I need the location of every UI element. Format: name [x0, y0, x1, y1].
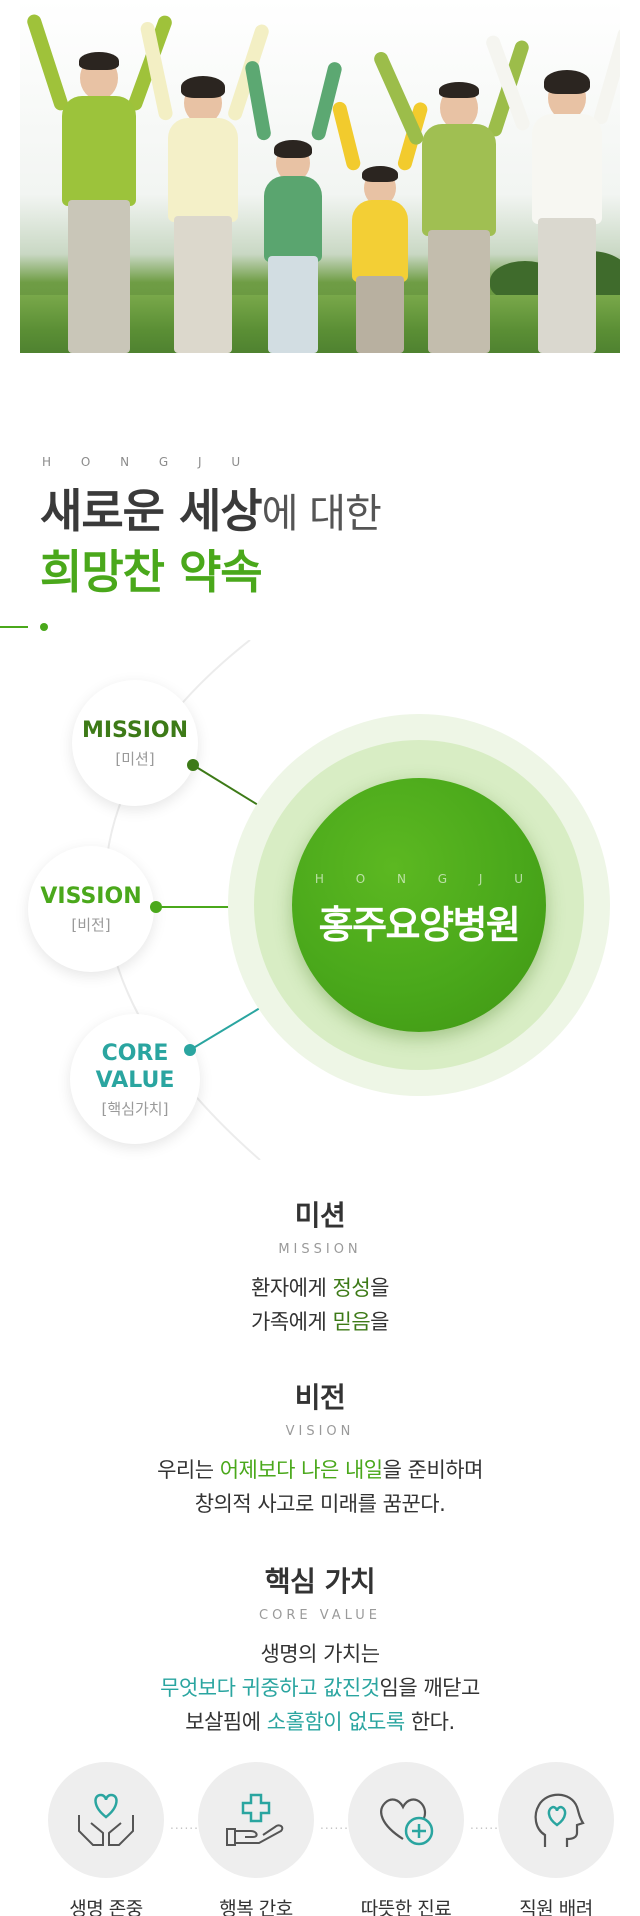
vision-dot [150, 901, 162, 913]
vision-text: 우리는 [157, 1458, 220, 1482]
person-figure [484, 0, 620, 353]
core-highlight: 소홀함이 없도록 [266, 1710, 405, 1734]
mission-highlight: 믿음 [332, 1310, 371, 1334]
value-label: 행복 간호 [219, 1898, 293, 1916]
section-headline: 새로운 세상에 대한 희망찬 약속 [40, 482, 382, 601]
center-circle: H O N G J U 홍주요양병원 [292, 778, 546, 1032]
vision-node-en: VISSION [40, 884, 142, 909]
vision-highlight: 어제보다 나은 내일 [219, 1458, 383, 1482]
accent-dot [40, 623, 48, 631]
value-item-warm-care: 따뜻한 진료 [348, 1762, 464, 1916]
person-figure [371, 0, 531, 353]
section-eyebrow: H O N G J U [42, 455, 254, 469]
value-icon-circle [48, 1762, 164, 1878]
headline-line-2: 희망찬 약속 [40, 545, 263, 599]
value-icon-circle [348, 1762, 464, 1878]
core-dot [184, 1044, 196, 1056]
core-node-en-2: VALUE [95, 1068, 175, 1093]
vision-text: 을 준비하며 [382, 1458, 484, 1482]
core-value-description: 생명의 가치는 무엇보다 귀중하고 값진것임을 깨닫고 보살핌에 소홀함이 없도… [0, 1637, 640, 1739]
core-node-en-1: CORE [101, 1041, 169, 1066]
vision-description: 우리는 어제보다 나은 내일을 준비하며 창의적 사고로 미래를 꿈꾼다. [0, 1453, 640, 1521]
vision-title: 비전 [294, 1381, 346, 1414]
mission-description: 환자에게 정성을 가족에게 믿음을 [0, 1271, 640, 1339]
core-values-icons: 생명 존중 ......... 행복 간호 ......... 따뜻한 진료 .… [0, 1762, 640, 1916]
core-text: 임을 깨닫고 [379, 1676, 481, 1700]
mission-text: 가족에게 [251, 1310, 333, 1334]
heart-plus-icon [380, 1798, 434, 1846]
headline-light: 에 대한 [261, 491, 382, 537]
value-label: 따뜻한 진료 [360, 1898, 452, 1916]
mission-subtitle: MISSION [278, 1242, 362, 1257]
vision-node: VISSION [비전] [28, 846, 154, 972]
mission-text: 을 [370, 1310, 389, 1334]
person-figure [25, 0, 174, 353]
mission-text: 을 [370, 1276, 389, 1300]
value-item-staff-care: 직원 배려 [498, 1762, 614, 1916]
center-eyebrow: H O N G J U [314, 872, 538, 886]
core-value-subtitle: CORE VALUE [259, 1608, 381, 1623]
core-value-section: 핵심 가치 CORE VALUE 생명의 가치는 무엇보다 귀중하고 값진것임을… [0, 1560, 640, 1739]
heart-hands-icon [78, 1793, 134, 1846]
vision-text: 창의적 사고로 미래를 꿈꾼다. [194, 1492, 446, 1516]
hero-family-photo [20, 0, 620, 353]
core-text: 생명의 가치는 [260, 1642, 380, 1666]
mission-title: 미션 [294, 1199, 346, 1232]
center-title: 홍주요양병원 [318, 903, 521, 947]
head-heart-icon [534, 1793, 585, 1847]
person-figure [244, 0, 344, 353]
mission-dot [187, 759, 199, 771]
value-label: 직원 배려 [519, 1898, 593, 1916]
vision-node-ko: [비전] [71, 916, 111, 934]
cross-hand-icon [226, 1793, 284, 1846]
accent-line [0, 626, 28, 628]
mission-section: 미션 MISSION 환자에게 정성을 가족에게 믿음을 [0, 1194, 640, 1339]
mission-text: 환자에게 [251, 1276, 333, 1300]
vision-subtitle: VISION [285, 1424, 355, 1439]
mission-node: MISSION [미션] [72, 680, 198, 806]
value-label: 생명 존중 [69, 1898, 143, 1916]
mission-vision-diagram: H O N G J U 홍주요양병원 MISSION [미션] VISSION … [0, 640, 640, 1160]
headline-bold: 새로운 세상 [40, 484, 263, 538]
vision-section: 비전 VISION 우리는 어제보다 나은 내일을 준비하며 창의적 사고로 미… [0, 1376, 640, 1521]
mission-node-en: MISSION [81, 718, 189, 743]
value-item-life-respect: 생명 존중 [48, 1762, 164, 1916]
mission-node-ko: [미션] [115, 750, 155, 768]
value-icon-circle [498, 1762, 614, 1878]
value-item-happy-nursing: 행복 간호 [198, 1762, 314, 1916]
core-text: 보살핌에 [185, 1710, 267, 1734]
core-text: 한다. [404, 1710, 455, 1734]
value-icon-circle [198, 1762, 314, 1878]
core-node-ko: [핵심가치] [101, 1100, 169, 1118]
person-figure [139, 0, 271, 353]
mission-highlight: 정성 [332, 1276, 371, 1300]
core-highlight: 무엇보다 귀중하고 값진것 [160, 1676, 380, 1700]
headline-line-1: 새로운 세상에 대한 [40, 482, 382, 543]
person-figure [331, 0, 430, 353]
core-value-title: 핵심 가치 [264, 1565, 376, 1598]
